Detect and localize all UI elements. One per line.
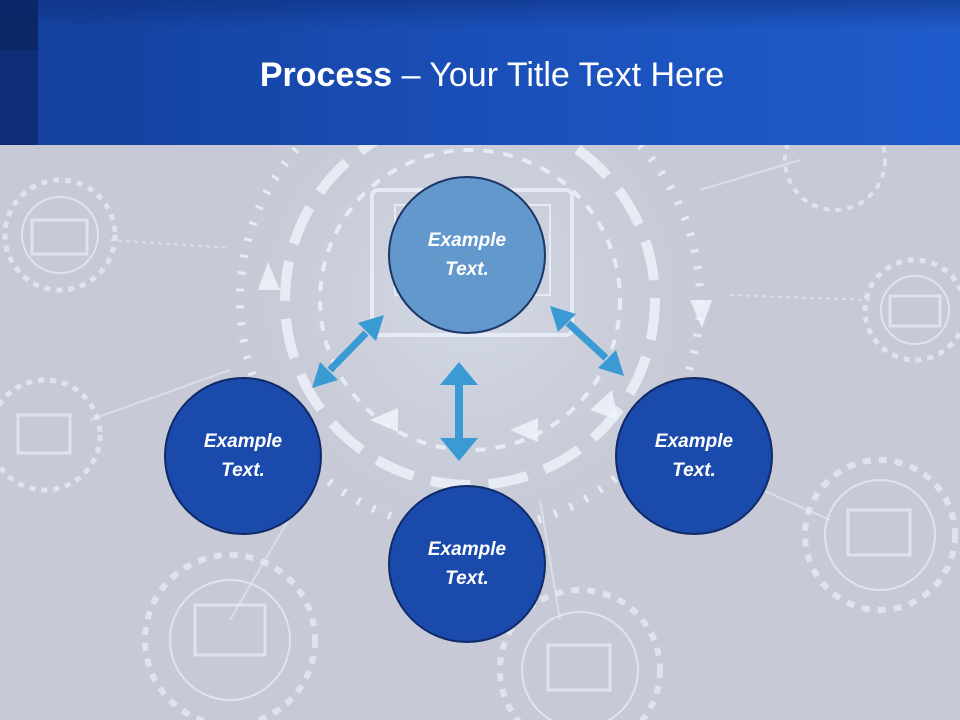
- process-node-top: Example Text.: [388, 176, 546, 334]
- title-rest: – Your Title Text Here: [392, 56, 725, 94]
- double-arrow-vertical: [440, 362, 478, 461]
- process-node-left: Example Text.: [164, 377, 322, 535]
- title-strong: Process: [259, 56, 393, 94]
- node-label: Example Text.: [427, 230, 507, 280]
- banner-shade: [0, 0, 960, 30]
- slide-title: Process – Your Title Text Here: [0, 54, 960, 96]
- process-node-bottom: Example Text.: [388, 485, 546, 643]
- title-banner: [0, 0, 960, 145]
- node-label: Example Text.: [654, 431, 734, 481]
- banner-stripe: [38, 0, 76, 145]
- banner-stripe: [0, 0, 38, 50]
- node-label: Example Text.: [203, 431, 283, 481]
- node-label: Example Text.: [427, 539, 507, 589]
- double-arrow-right: [550, 306, 624, 376]
- double-arrow-left: [312, 315, 384, 388]
- process-node-right: Example Text.: [615, 377, 773, 535]
